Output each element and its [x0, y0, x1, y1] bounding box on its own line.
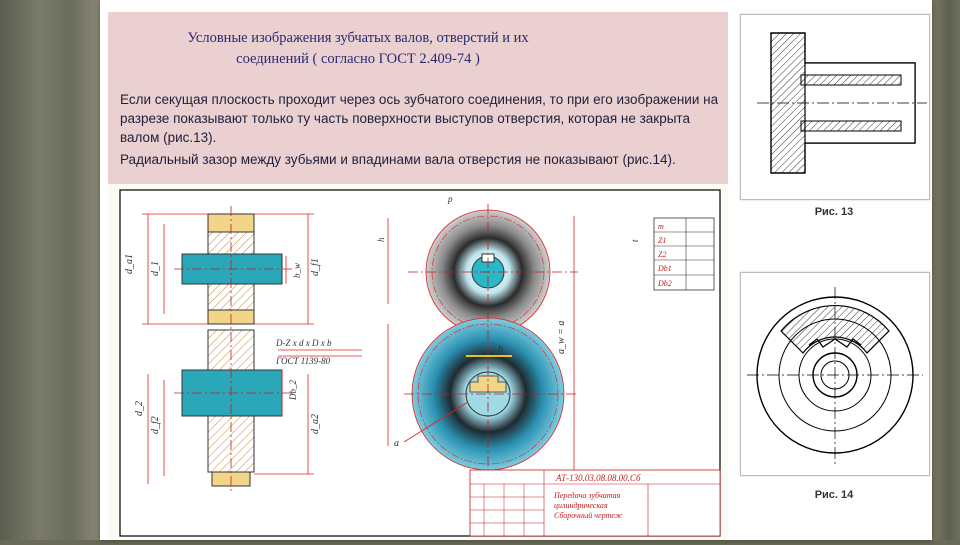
- dim-da2: d_a2: [310, 414, 321, 434]
- section-view: [174, 206, 294, 494]
- dim-db2: Db_2: [288, 380, 298, 401]
- title-name-1: Передача зубчатая: [553, 491, 621, 500]
- dim-b: b: [498, 344, 503, 355]
- dim-a: a: [394, 438, 399, 449]
- param-m: m: [658, 222, 664, 231]
- dim-a-leader: [403, 401, 469, 443]
- heading-line-2: соединений ( согласно ГОСТ 2.409-74 ): [236, 51, 480, 67]
- param-db1: Db1: [657, 264, 672, 273]
- figure-14: [740, 272, 930, 476]
- dim-d2: d_2: [134, 401, 145, 416]
- fig13-spline-top: [800, 74, 902, 86]
- dim-h: h: [376, 237, 386, 242]
- assembly-drawing: d_a1 d_1 d_2 d_f2 d_f1 d_a2 b_w Db_2 D-Z…: [108, 184, 728, 540]
- slide: Условные изображения зубчатых валов, отв…: [100, 0, 932, 540]
- background-left-texture: [0, 0, 100, 540]
- param-table: m Z1 Z2 Db1 Db2: [653, 217, 715, 291]
- dim-p: p: [447, 194, 453, 204]
- dim-d1: d_1: [150, 261, 161, 276]
- dim-df1: d_f1: [310, 258, 321, 276]
- dim-da1: d_a1: [124, 254, 135, 274]
- dim-aw: a_w = a: [556, 321, 567, 354]
- title-name-3: Сборочный чертеж: [554, 511, 623, 520]
- figure-13-caption: Рис. 13: [814, 206, 854, 218]
- figure-13-svg: [757, 32, 927, 174]
- title-block: АТ-130.03.08.08.00.Сб Передача зубчатая …: [469, 469, 721, 537]
- dim-t: t: [630, 239, 640, 242]
- title-name-2: цилиндрическая: [554, 501, 608, 510]
- param-z1: Z1: [658, 236, 666, 245]
- paragraph-2: Радиальный зазор между зубьями и впадина…: [120, 152, 676, 167]
- figure-13: [740, 14, 930, 200]
- assembly-drawing-svg: d_a1 d_1 d_2 d_f2 d_f1 d_a2 b_w Db_2 D-Z…: [119, 189, 721, 537]
- dimension-lines: [142, 213, 575, 484]
- title-code: АТ-130.03.08.08.00.Сб: [555, 473, 641, 483]
- spline-note-1: D-Z x d x D x b: [275, 338, 332, 348]
- spline-note-2: ГОСТ 1139-80: [275, 356, 331, 366]
- param-z2: Z2: [658, 250, 666, 259]
- front-view: [403, 204, 578, 484]
- figure-14-svg: [747, 287, 923, 465]
- dim-bw: b_w: [292, 263, 302, 278]
- text-panel: Условные изображения зубчатых валов, отв…: [108, 12, 728, 184]
- background-right-texture: [932, 0, 960, 540]
- heading-line-1: Условные изображения зубчатых валов, отв…: [187, 30, 529, 46]
- paragraph-1: Если секущая плоскость проходит через ос…: [120, 92, 719, 145]
- slide-heading: Условные изображения зубчатых валов, отв…: [108, 28, 608, 70]
- figure-14-caption: Рис. 14: [814, 489, 854, 501]
- fig13-spline-bottom: [800, 120, 902, 132]
- param-db2: Db2: [657, 279, 672, 288]
- dim-df2: d_f2: [150, 416, 161, 434]
